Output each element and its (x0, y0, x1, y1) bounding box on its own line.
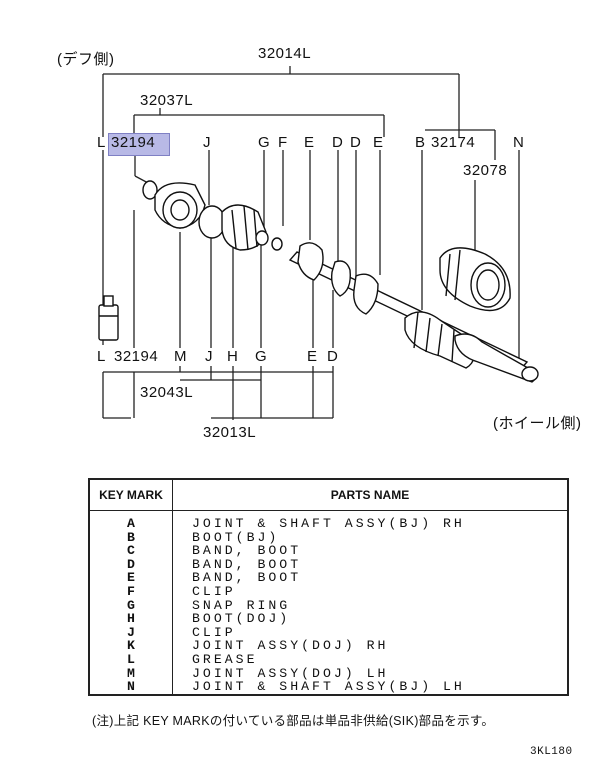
footnote: (注)上記 KEY MARKの付いている部品は単品非供給(SIK)部品を示す。 (92, 714, 495, 728)
part-name-n: JOINT & SHAFT ASSY(BJ) LH (192, 679, 465, 695)
top-letter-G: G (258, 134, 271, 151)
key-mark-e: E (127, 570, 135, 586)
key-mark-d: D (127, 556, 135, 572)
top-letter-D2: D (350, 134, 362, 151)
key-mark-a: A (127, 516, 135, 531)
part-32194-top[interactable]: 32194 (111, 134, 156, 151)
highlight-32194 (108, 133, 170, 156)
part-name-h: BOOT(DOJ) (192, 611, 291, 627)
top-letter-E: E (304, 134, 315, 151)
bottom-letter-E: E (307, 348, 318, 365)
header-key-mark: KEY MARK (88, 478, 173, 511)
top-letter-B: B (415, 134, 426, 151)
top-letter-F: F (278, 134, 288, 151)
wheel-side-label: (ホイール側) (493, 415, 582, 432)
part-32037L: 32037L (140, 92, 194, 109)
part-name-l: GREASE (192, 651, 258, 667)
key-mark-l: L (127, 651, 135, 667)
key-mark-k: K (127, 638, 135, 654)
bottom-letter-G: G (255, 348, 268, 365)
part-name-b: BOOT(BJ) (192, 529, 280, 545)
part-name-f: CLIP (192, 583, 236, 599)
key-mark-c: C (127, 543, 135, 559)
bottom-letter-L: L (97, 348, 106, 365)
header-parts-name: PARTS NAME (172, 478, 569, 511)
part-32043L: 32043L (140, 384, 194, 401)
table-header-row: KEY MARK PARTS NAME (88, 478, 569, 511)
part-name-c: BAND, BOOT (192, 543, 302, 559)
part-32014L: 32014L (258, 45, 312, 62)
diff-side-label: (デフ側) (57, 51, 115, 68)
part-32013L: 32013L (203, 424, 257, 441)
key-mark-m: M (127, 665, 135, 681)
driveshaft-exploded-diagram (98, 66, 539, 420)
key-mark-h: H (127, 611, 135, 627)
top-letter-E2: E (373, 134, 384, 151)
part-name-e: BAND, BOOT (192, 570, 302, 586)
key-mark-g: G (127, 597, 135, 613)
part-name-k: JOINT ASSY(DOJ) RH (192, 638, 389, 654)
key-mark-j: J (127, 624, 135, 640)
top-letter-D1: D (332, 134, 344, 151)
key-mark-b: B (127, 529, 135, 545)
part-name-m: JOINT ASSY(DOJ) LH (192, 665, 389, 681)
top-letter-L: L (97, 134, 106, 151)
part-name-j: CLIP (192, 624, 236, 640)
part-32174: 32174 (431, 134, 476, 151)
key-mark-f: F (127, 583, 135, 599)
part-name-g: SNAP RING (192, 597, 291, 613)
top-letter-N: N (513, 134, 525, 151)
diagram-code: 3KL180 (530, 746, 573, 758)
key-mark-n: N (127, 679, 135, 695)
part-name-d: BAND, BOOT (192, 556, 302, 572)
bottom-letter-D: D (327, 348, 339, 365)
part-name-a: JOINT & SHAFT ASSY(BJ) RH (192, 516, 465, 531)
top-letter-J: J (203, 134, 211, 151)
bottom-letter-M: M (174, 348, 187, 365)
bottom-letter-H: H (227, 348, 239, 365)
bottom-letter-J: J (205, 348, 213, 365)
part-32194-bottom: 32194 (114, 348, 159, 365)
part-32078: 32078 (463, 162, 508, 179)
